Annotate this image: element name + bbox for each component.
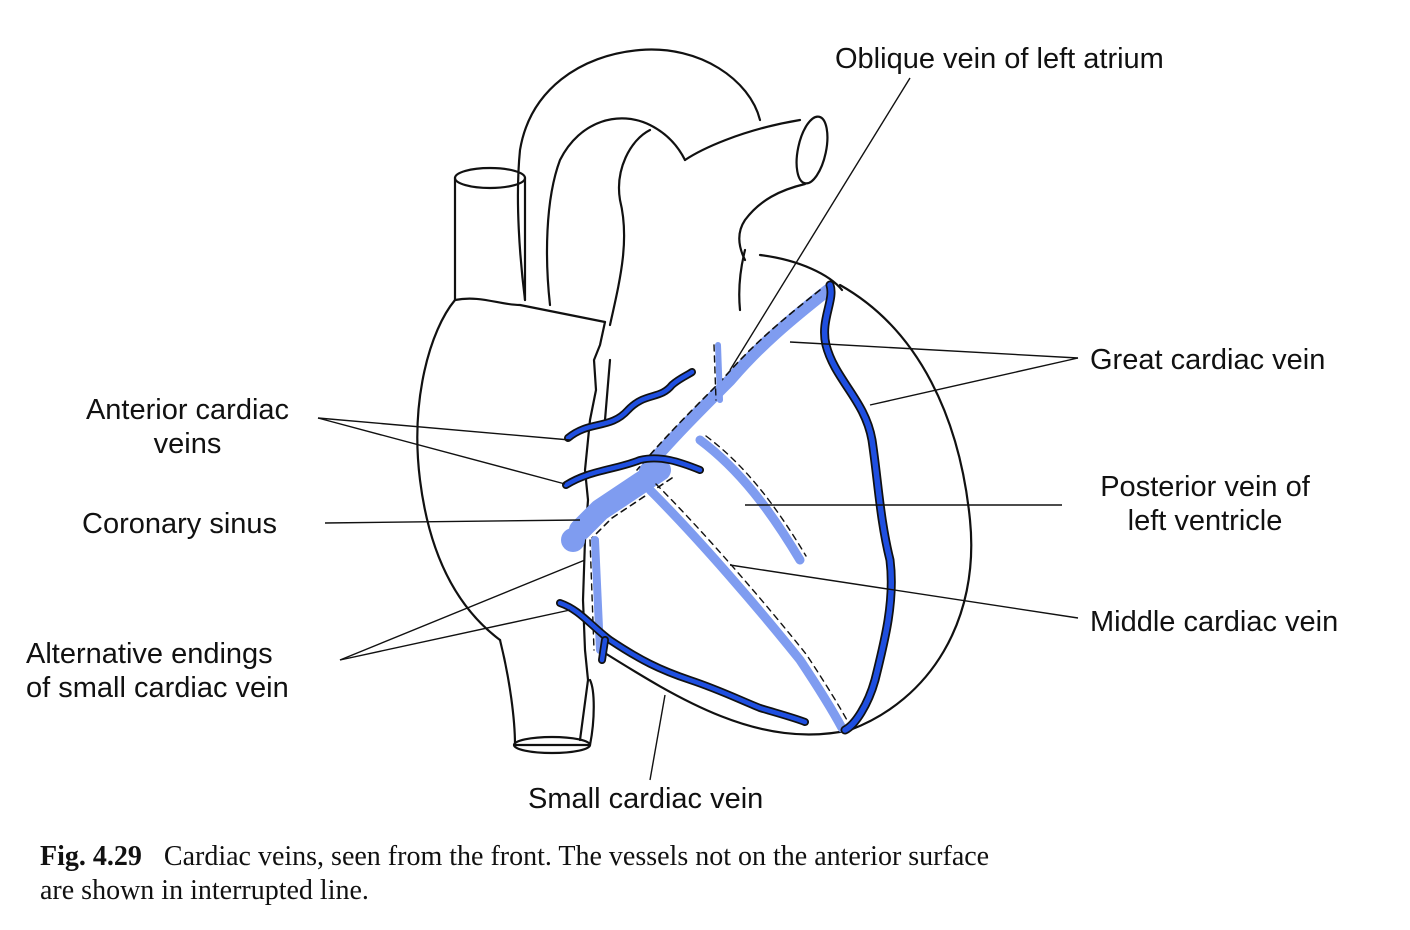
leader-alternative-endings-2 [339, 609, 571, 661]
coronary-sinus-opening [561, 528, 585, 552]
leader-coronary-sinus [324, 519, 581, 524]
label-anterior-cardiac-veins-line1: Anterior cardiac [85, 394, 290, 426]
great-cardiac-vein-anterior-fill [821, 282, 895, 733]
superior-vena-cava-opening [453, 166, 527, 190]
posterior-vein-left-ventricle-dash [705, 435, 807, 557]
label-small-cardiac-vein: Small cardiac vein [528, 783, 764, 815]
label-posterior-vein-line1: Posterior vein of [1100, 471, 1310, 503]
label-alternative-endings-line1: Alternative endings [26, 638, 273, 670]
leader-alternative-endings-1 [339, 559, 586, 661]
leader-oblique-vein [729, 77, 911, 371]
small-cardiac-vein-front-fill [557, 600, 808, 725]
great-cardiac-vein-posterior [639, 284, 834, 476]
oblique-vein-dash [713, 344, 717, 401]
caption-text-line1: Cardiac veins, seen from the front. The … [163, 841, 990, 872]
atrioventricular-sulcus [578, 320, 607, 742]
superior-vena-cava [453, 176, 527, 302]
leader-great-cardiac-vein-2 [869, 357, 1079, 406]
leader-middle-cardiac-vein [729, 564, 1079, 619]
label-coronary-sinus: Coronary sinus [82, 508, 278, 540]
aortic-arch-inner [545, 117, 687, 307]
oblique-vein [715, 342, 723, 403]
small-cardiac-vein-back-dash [589, 539, 595, 651]
label-anterior-cardiac-veins-line2: veins [153, 428, 222, 460]
leader-anterior-cardiac-1 [317, 417, 571, 441]
right-atrium [416, 298, 502, 642]
left-auricle [738, 248, 844, 312]
small-cardiac-vein-branch-fill [599, 637, 608, 663]
label-middle-cardiac-vein: Middle cardiac vein [1090, 606, 1339, 638]
pulmonary-artery-lower [738, 182, 807, 262]
aortic-arch [516, 48, 762, 302]
anterior-cardiac-vein-lower-fill [563, 456, 703, 488]
pulmonary-trunk [608, 118, 802, 327]
leader-anterior-cardiac-2 [317, 417, 566, 485]
label-alternative-endings-line2: of small cardiac vein [26, 672, 289, 704]
ventricle-outline [598, 283, 973, 736]
caption-line1: Fig. 4.29 Cardiac veins, seen from the fr… [40, 840, 1370, 874]
label-posterior-vein-line2: left ventricle [1127, 505, 1283, 537]
label-alternative-endings: Alternative endings of small cardiac vei… [26, 637, 289, 705]
middle-cardiac-vein-back-dash [655, 483, 849, 723]
figure-caption: Fig. 4.29 Cardiac veins, seen from the fr… [40, 840, 1370, 908]
pericardial-edge [453, 297, 607, 324]
label-great-cardiac-vein: Great cardiac vein [1090, 344, 1326, 376]
leader-great-cardiac-vein-1 [789, 341, 1079, 359]
heart-outline [416, 48, 973, 755]
pulmonary-artery-opening [795, 115, 829, 185]
label-anterior-cardiac-veins: Anterior cardiac veins [60, 393, 315, 461]
inferior-vena-cava [498, 638, 595, 747]
anterior-veins [556, 280, 896, 735]
interventricular-line [603, 358, 612, 422]
label-posterior-vein: Posterior vein of left ventricle [1070, 470, 1340, 538]
label-oblique-vein: Oblique vein of left atrium [835, 43, 1164, 75]
coronary-sinus-shape [569, 459, 671, 541]
leader-small-cardiac-vein [649, 694, 666, 781]
posterior-veins [561, 284, 849, 733]
caption-text-line2: are shown in interrupted line. [40, 875, 369, 906]
caption-figure-number: Fig. 4.29 [40, 841, 142, 872]
middle-cardiac-vein-back [645, 485, 847, 733]
inferior-vena-cava-opening [512, 735, 592, 755]
leader-lines [317, 77, 1079, 781]
posterior-vein-left-ventricle [695, 435, 805, 565]
anterior-cardiac-vein-upper-fill [565, 369, 695, 441]
